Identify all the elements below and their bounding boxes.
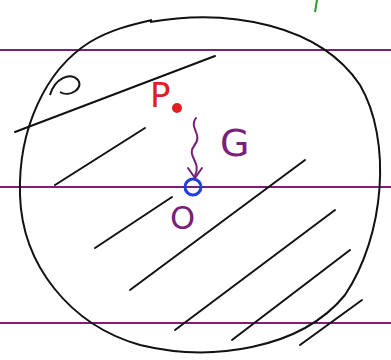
ruled-lines (0, 50, 391, 323)
point-label: G (218, 124, 251, 162)
ruled-line (0, 49, 391, 51)
arrow-head (188, 168, 202, 178)
hatch-line (95, 197, 172, 248)
arrow-shaft (192, 118, 198, 176)
origin-circle (185, 179, 201, 195)
ruled-line (0, 186, 391, 188)
point-dot (172, 103, 182, 113)
point-label: O (168, 202, 197, 234)
hatch-line (130, 160, 305, 290)
hatch-line (55, 128, 145, 185)
circle-outline (20, 17, 380, 352)
pen-loop (50, 76, 79, 95)
pen-mark (315, 0, 317, 12)
hatch-line (15, 56, 215, 132)
gravity-arrow (188, 118, 202, 178)
point-label: P (148, 78, 173, 112)
hatch-line (300, 300, 362, 345)
hatch-line (175, 210, 335, 330)
hatch-line (232, 250, 350, 340)
hatching (15, 56, 362, 345)
